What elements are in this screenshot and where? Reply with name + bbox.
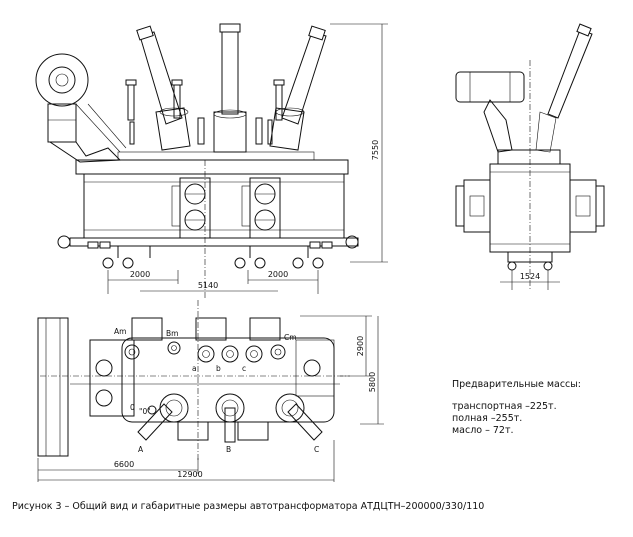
mass-full: полная –255т. xyxy=(452,413,523,424)
terminal-label-am: Am xyxy=(114,327,126,336)
mass-oil: масло – 72т. xyxy=(452,425,514,436)
terminal-label-a-hv: A xyxy=(138,445,144,454)
masses-title: Предварительные массы: xyxy=(452,379,581,390)
terminal-label-b-lv: b xyxy=(216,364,221,373)
dim-plan-length-total: 12900 xyxy=(177,470,202,479)
terminal-label-cm: Cm xyxy=(284,333,297,342)
terminal-label-a-lv: a xyxy=(192,364,197,373)
cooler-left xyxy=(171,177,211,239)
cooler-right xyxy=(241,177,281,239)
hv-bushing-right xyxy=(269,25,327,151)
dim-side-gauge: 1524 xyxy=(520,272,540,281)
hv-bushing-left xyxy=(136,25,191,151)
dim-wheel-right: 2000 xyxy=(268,270,288,279)
dim-height: 7550 xyxy=(371,140,380,160)
front-rollers xyxy=(57,235,359,269)
plan-hv-bushings xyxy=(137,393,323,443)
hv-bushing-center xyxy=(213,23,247,153)
terminal-label-neutral-quoted: "0" xyxy=(139,407,151,416)
dim-plan-width-top: 2900 xyxy=(356,336,365,356)
main-tank xyxy=(69,151,359,247)
front-dimensions: 7550 2000 2000 5140 xyxy=(107,23,388,300)
terminal-label-bm: Bm xyxy=(166,329,178,338)
dim-plan-length-half: 6600 xyxy=(114,460,134,469)
terminal-label-c-lv: c xyxy=(242,364,246,373)
conservator-tank xyxy=(35,53,127,163)
mv-bushings xyxy=(125,79,285,145)
dim-wheel-span: 5140 xyxy=(198,281,218,290)
plan-small-bushings xyxy=(124,341,286,415)
terminal-label-b-hv: B xyxy=(226,445,231,454)
mass-transport: транспортная –225т. xyxy=(452,401,557,412)
terminal-label-neutral: 0 xyxy=(130,403,135,412)
side-view: 1524 xyxy=(455,23,605,290)
dim-wheel-left: 2000 xyxy=(130,270,150,279)
front-view: 7550 2000 2000 5140 xyxy=(35,23,388,300)
terminal-label-c-hv: C xyxy=(314,445,319,454)
preliminary-masses: Предварительные массы: транспортная –225… xyxy=(452,379,581,437)
dim-plan-width-total: 5800 xyxy=(368,372,377,392)
plan-view: Am Bm Cm a b c 0 "0" A B C 2900 5800 660… xyxy=(37,300,384,482)
figure-caption: Рисунок 3 – Общий вид и габаритные разме… xyxy=(12,501,485,512)
